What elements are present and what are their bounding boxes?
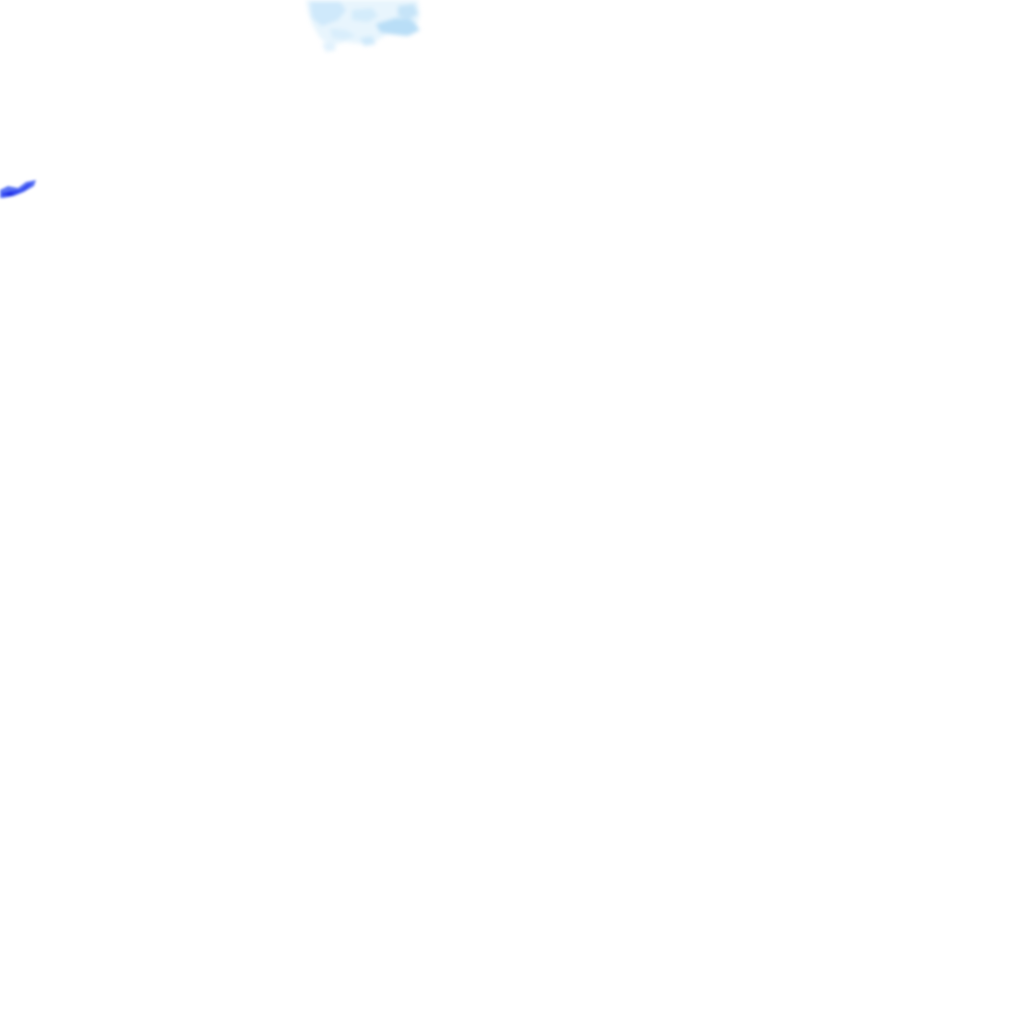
heavy-precip-core [2, 183, 33, 196]
light-precip-cell [322, 42, 336, 52]
light-precip-cell [360, 36, 376, 46]
light-precip-cell [330, 28, 356, 40]
light-precip-cell [352, 8, 378, 22]
light-precip-cell [310, 2, 346, 26]
light-precip-cell [398, 4, 418, 20]
heavy-precip-core [6, 193, 14, 196]
heavy-precip-band [0, 180, 36, 198]
light-precip-cluster [306, 0, 420, 52]
light-precip-cell [376, 18, 420, 36]
